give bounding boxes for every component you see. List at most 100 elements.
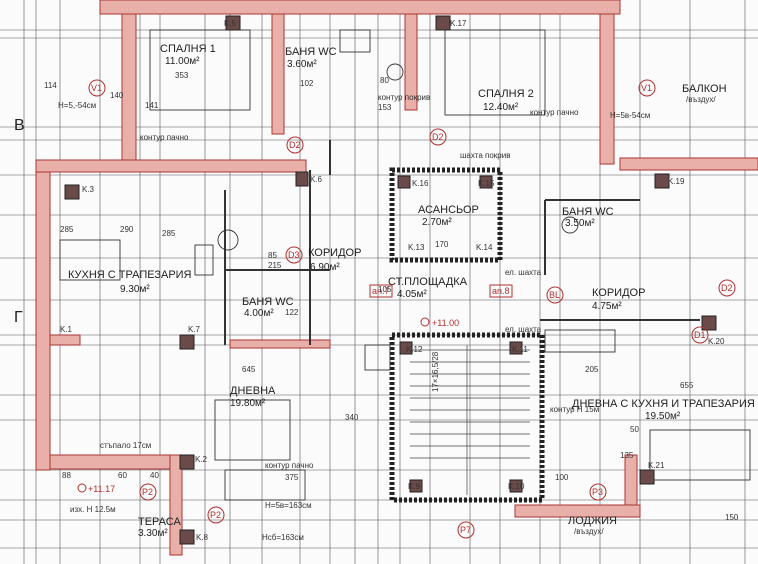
door-tag: D2 — [289, 140, 301, 150]
room-name: ДНЕВНА — [230, 385, 276, 397]
column-label: K.21 — [648, 461, 665, 470]
window-tag: P2 — [210, 510, 221, 520]
column-label: K.8 — [196, 533, 209, 542]
room-labels: СПАЛНЯ 1 11.00м² БАНЯ WC 3.60м² СПАЛНЯ 2… — [68, 43, 755, 539]
room-name: ЛОДЖИЯ — [568, 515, 617, 527]
dim: 150 — [725, 513, 739, 522]
room-area: 12.40м² — [483, 102, 519, 113]
dim: 135 — [620, 451, 634, 460]
dim: 375 — [285, 473, 299, 482]
core-walls — [389, 167, 545, 503]
level-marker-icon — [420, 317, 430, 327]
room-name: КУХНЯ С ТРАПЕЗАРИЯ — [68, 269, 192, 281]
column-label: K.12 — [406, 345, 423, 354]
note: контур пачно — [265, 461, 314, 470]
room-area: 4.00м² — [244, 308, 274, 319]
window-tag: V1 — [91, 83, 102, 93]
window-tag: P2 — [142, 487, 153, 497]
column-label: K.3 — [82, 185, 95, 194]
dim: 141 — [145, 101, 159, 110]
dim: 153 — [378, 103, 392, 112]
column-label: K.16 — [412, 179, 429, 188]
column-label: K.2 — [195, 455, 208, 464]
column-label: K.17 — [450, 19, 467, 28]
room-area: 2.70м² — [422, 217, 452, 228]
note: ел. шахта — [505, 325, 542, 334]
column-label: K.7 — [188, 325, 201, 334]
room-sub: /въздух/ — [686, 95, 716, 104]
note: Н=5,-54см — [58, 101, 96, 110]
room-name: СПАЛНЯ 1 — [160, 43, 216, 55]
column-label: K.19 — [668, 177, 685, 186]
dim: 655 — [680, 381, 694, 390]
dim: 60 — [118, 471, 127, 480]
room-area: 3.30м² — [138, 528, 168, 539]
note: Н=5в=163см — [265, 501, 312, 510]
dim: 100 — [555, 473, 569, 482]
axis-label-b: В — [14, 117, 25, 134]
room-sub: /въздух/ — [574, 527, 604, 536]
note: ел. шахта — [505, 268, 542, 277]
dim: 105 — [378, 285, 392, 294]
walls — [35, 0, 758, 556]
column-label: K.5 — [224, 19, 237, 28]
room-name: СПАЛНЯ 2 — [478, 88, 534, 100]
column-label: K.13 — [408, 243, 425, 252]
note: контур покрив — [378, 93, 430, 102]
column-label: K.9 — [408, 482, 421, 491]
room-name: БАНЯ WC — [285, 46, 337, 58]
note: шахта покрив — [460, 151, 510, 160]
column-label: K.1 — [60, 325, 73, 334]
room-area: 9.30м² — [120, 284, 150, 295]
window-tag: V1 — [641, 83, 652, 93]
partitions — [224, 140, 700, 345]
dim: 140 — [110, 91, 124, 100]
door-tag: D2 — [721, 283, 733, 293]
dimension-values: 353 140 102 141 153 290 285 285 645 655 … — [44, 71, 739, 522]
element-tags: D2 D2 D2 D3 D1 V1 V1 BL an.7 an.8 P2 P3 … — [88, 79, 736, 539]
level-marker-icon — [77, 483, 87, 493]
room-name: ТЕРАСА — [138, 516, 181, 528]
dim: 353 — [175, 71, 189, 80]
room-area: 4.75м² — [592, 301, 622, 312]
room-name: БАНЯ WC — [242, 296, 294, 308]
dim: 88 — [62, 471, 71, 480]
door-tag: D2 — [432, 132, 444, 142]
room-area: 19.50м² — [645, 411, 681, 422]
dim: 215 — [268, 261, 282, 270]
room-name: СТ.ПЛОЩАДКА — [388, 276, 468, 288]
note: Нсб=163см — [262, 533, 304, 542]
element-tag: BL — [549, 290, 560, 300]
room-name: БАНЯ WC — [562, 206, 614, 218]
note: Н=5в-54см — [610, 111, 650, 120]
furniture — [59, 29, 751, 501]
room-name: БАЛКОН — [682, 83, 727, 95]
window-tag: P7 — [460, 525, 471, 535]
column-label: K.11 — [512, 345, 528, 354]
dim: 102 — [300, 79, 314, 88]
dim: 122 — [285, 308, 299, 317]
column-label: K.6 — [310, 175, 323, 184]
note: контур Н 15м — [550, 405, 599, 414]
room-name: КОРИДОР — [592, 287, 645, 299]
level-label: +11.17 — [88, 484, 115, 494]
stair-treads — [410, 345, 530, 495]
dim: 50 — [630, 425, 639, 434]
dim: 205 — [585, 365, 599, 374]
dim: 80 — [380, 76, 389, 85]
dim: 170 — [435, 240, 449, 249]
dim: 114 — [44, 81, 57, 90]
room-name: АСАНСЬОР — [418, 204, 479, 216]
window-tag: P3 — [592, 487, 603, 497]
column-labels: K.5 K.17 K.3 K.6 K.16 K.15 K.19 K.13 K.1… — [60, 19, 725, 542]
columns — [64, 15, 717, 545]
room-area: 19.80м² — [230, 398, 266, 409]
column-label: K.10 — [508, 482, 525, 491]
annotation-notes: Н=5,-54см контур пачно контур покрив кон… — [58, 93, 650, 542]
dim: 85 — [268, 251, 277, 260]
column-label: K.15 — [478, 179, 495, 188]
stair-label: 17×16,5/28 — [431, 351, 440, 392]
dim: 645 — [242, 365, 256, 374]
axis-label-g: Г — [14, 309, 23, 326]
